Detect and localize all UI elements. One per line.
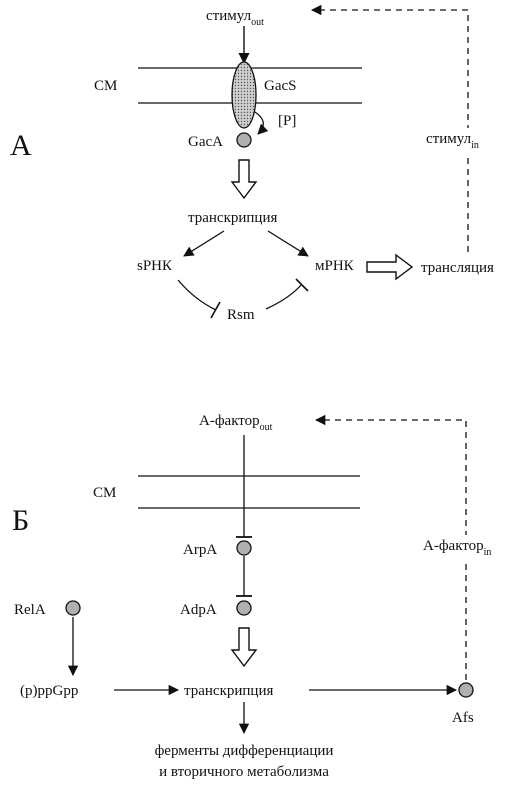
- mrna-to-translation-arrow: [366, 253, 414, 281]
- output-line-1: ферменты дифференциации: [155, 743, 334, 759]
- gaca-node: [236, 132, 252, 148]
- transcription-to-srna-arrow: [183, 230, 225, 257]
- adpa-node: [236, 600, 252, 616]
- arpa-label: ArpA: [183, 542, 217, 558]
- srna-label: sРНК: [137, 258, 173, 274]
- afs-label: Afs: [452, 710, 474, 726]
- arpa-node: [236, 540, 252, 556]
- panel-b-letter: Б: [12, 504, 29, 537]
- srna-inhibits-rsm: [177, 279, 217, 311]
- rela-node: [65, 600, 81, 616]
- stimulus-out-label: стимулout: [206, 8, 264, 28]
- adpa-to-transcription-arrow: [230, 627, 258, 668]
- transcription-to-mrna-arrow: [267, 230, 309, 257]
- panel-a: А стимулout СМ GacS [P] GacA транскрипци…: [10, 4, 516, 323]
- transcription-label-a: транскрипция: [188, 210, 277, 226]
- transcription-label-b: транскрипция: [184, 683, 273, 699]
- translation-label: трансляция: [421, 260, 494, 276]
- gaca-label: GacA: [188, 134, 223, 150]
- gacs-label: GacS: [264, 78, 297, 94]
- panel-a-letter: А: [10, 129, 32, 162]
- membrane-label-a: СМ: [94, 78, 117, 94]
- rsm-inhibits-mrna: [265, 283, 303, 310]
- factor-out-label: А-факторout: [199, 413, 273, 433]
- ppgpp-label: (p)ppGpp: [20, 683, 78, 699]
- phosphorylation-arrow: [254, 111, 269, 135]
- membrane-label-b: СМ: [93, 485, 116, 501]
- panel-b: Б А-факторout СМ ArpA AdpA RelA (p)ppGpp…: [12, 413, 518, 780]
- phospho-label: [P]: [278, 113, 296, 129]
- afs-node: [458, 682, 474, 698]
- gacs-sensor-shape: [231, 61, 257, 129]
- gaca-to-transcription-arrow: [230, 159, 258, 200]
- output-line-2: и вторичного метаболизма: [159, 764, 329, 780]
- factor-in-label: А-факторin: [423, 538, 491, 558]
- stimulus-in-label: стимулin: [426, 131, 479, 151]
- rsm-label: Rsm: [227, 307, 255, 323]
- feedback-dashed-arrow-a: [310, 4, 469, 252]
- adpa-label: AdpA: [180, 602, 217, 618]
- rela-label: RelA: [14, 602, 46, 618]
- mrna-label: мРНК: [315, 258, 355, 274]
